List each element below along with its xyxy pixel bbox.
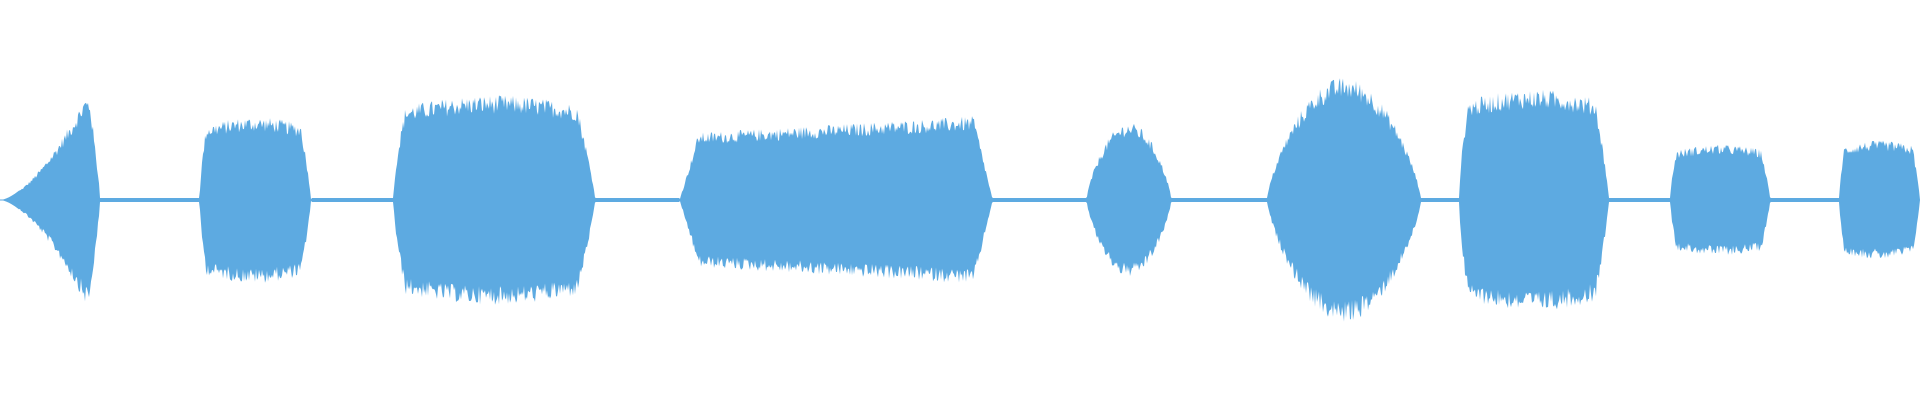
waveform-canvas[interactable] [0, 0, 1920, 400]
audio-waveform[interactable] [0, 0, 1920, 400]
